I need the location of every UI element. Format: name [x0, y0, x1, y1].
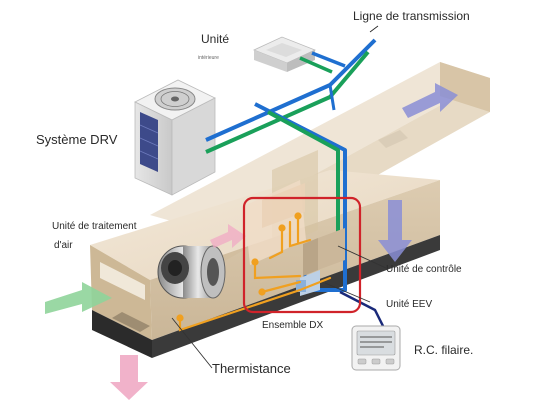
label-transmission-line: Ligne de transmission	[353, 9, 470, 23]
label-indoor-unit: Unité	[201, 32, 230, 46]
label-thermistor: Thermistance	[212, 361, 291, 376]
leader-lines	[171, 245, 387, 369]
label-vrf-system: Système DRV	[36, 132, 118, 147]
wired-remote-icon	[351, 325, 401, 371]
dx-kit-highlight	[242, 196, 362, 314]
label-ahu-line2: d'air	[54, 240, 73, 251]
airflow-arrow-icon	[45, 83, 458, 400]
outdoor-unit-icon	[134, 79, 216, 196]
label-wired-rc: R.C. filaire.	[414, 343, 474, 357]
label-eev-unit: Unité EEV	[386, 299, 433, 310]
fan-icon	[157, 245, 226, 299]
label-dx-kit: Ensemble DX	[262, 320, 324, 331]
control-wiring	[176, 212, 332, 332]
label-ahu-line1: Unité de traitement	[52, 221, 137, 232]
label-control-unit: Unité de contrôle	[386, 264, 462, 275]
indoor-cassette-icon	[252, 36, 317, 72]
label-indoor-unit-sub: intérieure	[198, 55, 219, 61]
